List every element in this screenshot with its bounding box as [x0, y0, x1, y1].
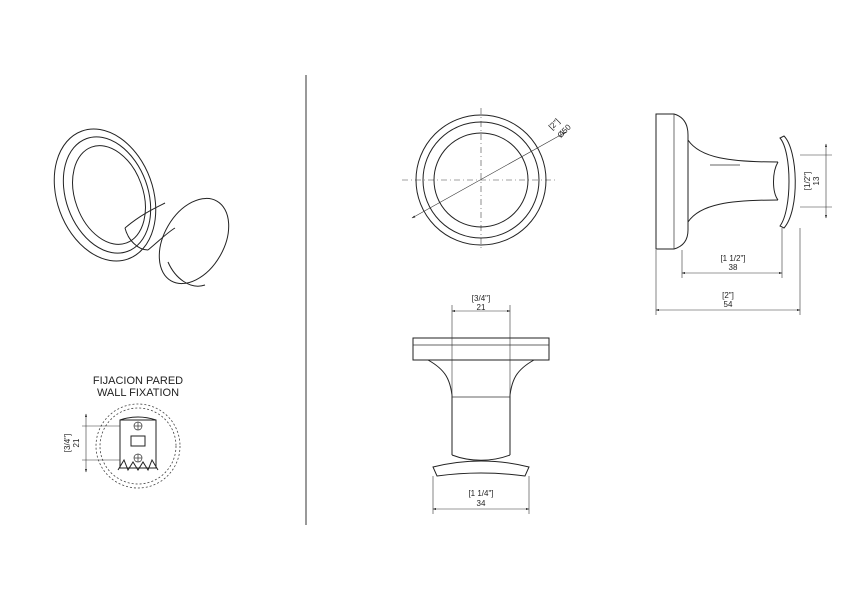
cap-width-in: [1 1/4"] — [468, 489, 493, 498]
isometric-view — [53, 128, 230, 287]
wall-fixation-title-en: WALL FIXATION — [97, 387, 179, 399]
bottom-view: [3/4"] 21 [1 1/4"] 34 — [412, 294, 550, 514]
knob-height-mm: 13 — [812, 176, 821, 185]
fixation-height-mm: 21 — [72, 438, 81, 447]
total-depth-in: [2"] — [722, 291, 734, 300]
wall-fixation-view: FIJACION PARED WALL FIXATION [3/4"] 21 — [63, 375, 183, 489]
side-view: [1/2"] 13 [1 1/2"] 38 [2"] 54 — [655, 113, 832, 315]
knob-height-in: [1/2"] — [803, 172, 812, 190]
total-depth-mm: 54 — [724, 300, 733, 309]
projection-mm: 38 — [729, 263, 738, 272]
wall-fixation-title-es: FIJACION PARED — [93, 375, 183, 387]
fixation-height-in: [3/4"] — [63, 434, 72, 452]
cap-width-mm: 34 — [477, 499, 486, 508]
neck-width-mm: 21 — [477, 303, 486, 312]
neck-width-in: [3/4"] — [472, 294, 490, 303]
front-view: [2"] Ø50 — [402, 108, 573, 250]
projection-in: [1 1/2"] — [720, 254, 745, 263]
